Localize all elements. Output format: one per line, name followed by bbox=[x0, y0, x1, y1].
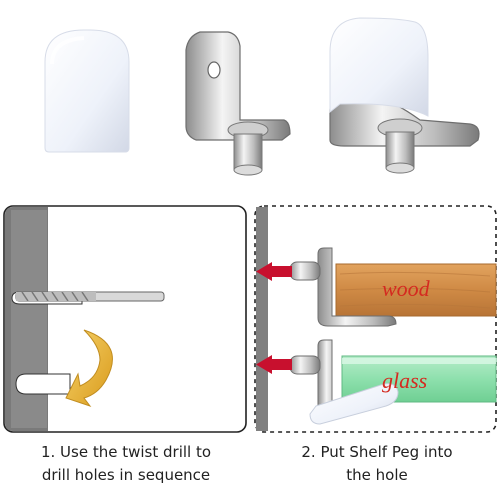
step1-caption-line1: 1. Use the twist drill to bbox=[40, 443, 212, 461]
peg-in-wood bbox=[289, 247, 397, 327]
wood-shelf-board bbox=[335, 263, 497, 317]
step1-caption-line2: drill holes in sequence bbox=[41, 466, 211, 484]
insert-arrow-icon bbox=[256, 262, 292, 281]
step1-caption: 1. Use the twist drill to drill holes in… bbox=[14, 441, 238, 487]
glass-label: glass bbox=[382, 368, 427, 393]
insert-arrow-icon bbox=[256, 355, 292, 374]
shelf-peg-with-cap-product bbox=[329, 17, 480, 174]
rubber-cap-product bbox=[44, 29, 130, 153]
step2-caption-line2: the hole bbox=[346, 466, 408, 484]
shelf-peg-bracket-product bbox=[185, 31, 291, 176]
peg-in-glass bbox=[289, 339, 399, 425]
curved-arrow-icon bbox=[65, 329, 113, 407]
step2-panel: wood glass bbox=[254, 205, 497, 433]
twist-drill-bit bbox=[15, 291, 165, 302]
step2-caption: 2. Put Shelf Peg into the hole bbox=[266, 441, 488, 487]
wood-label: wood bbox=[382, 276, 431, 301]
step2-caption-line1: 2. Put Shelf Peg into bbox=[301, 443, 453, 461]
step1-panel bbox=[3, 205, 247, 433]
